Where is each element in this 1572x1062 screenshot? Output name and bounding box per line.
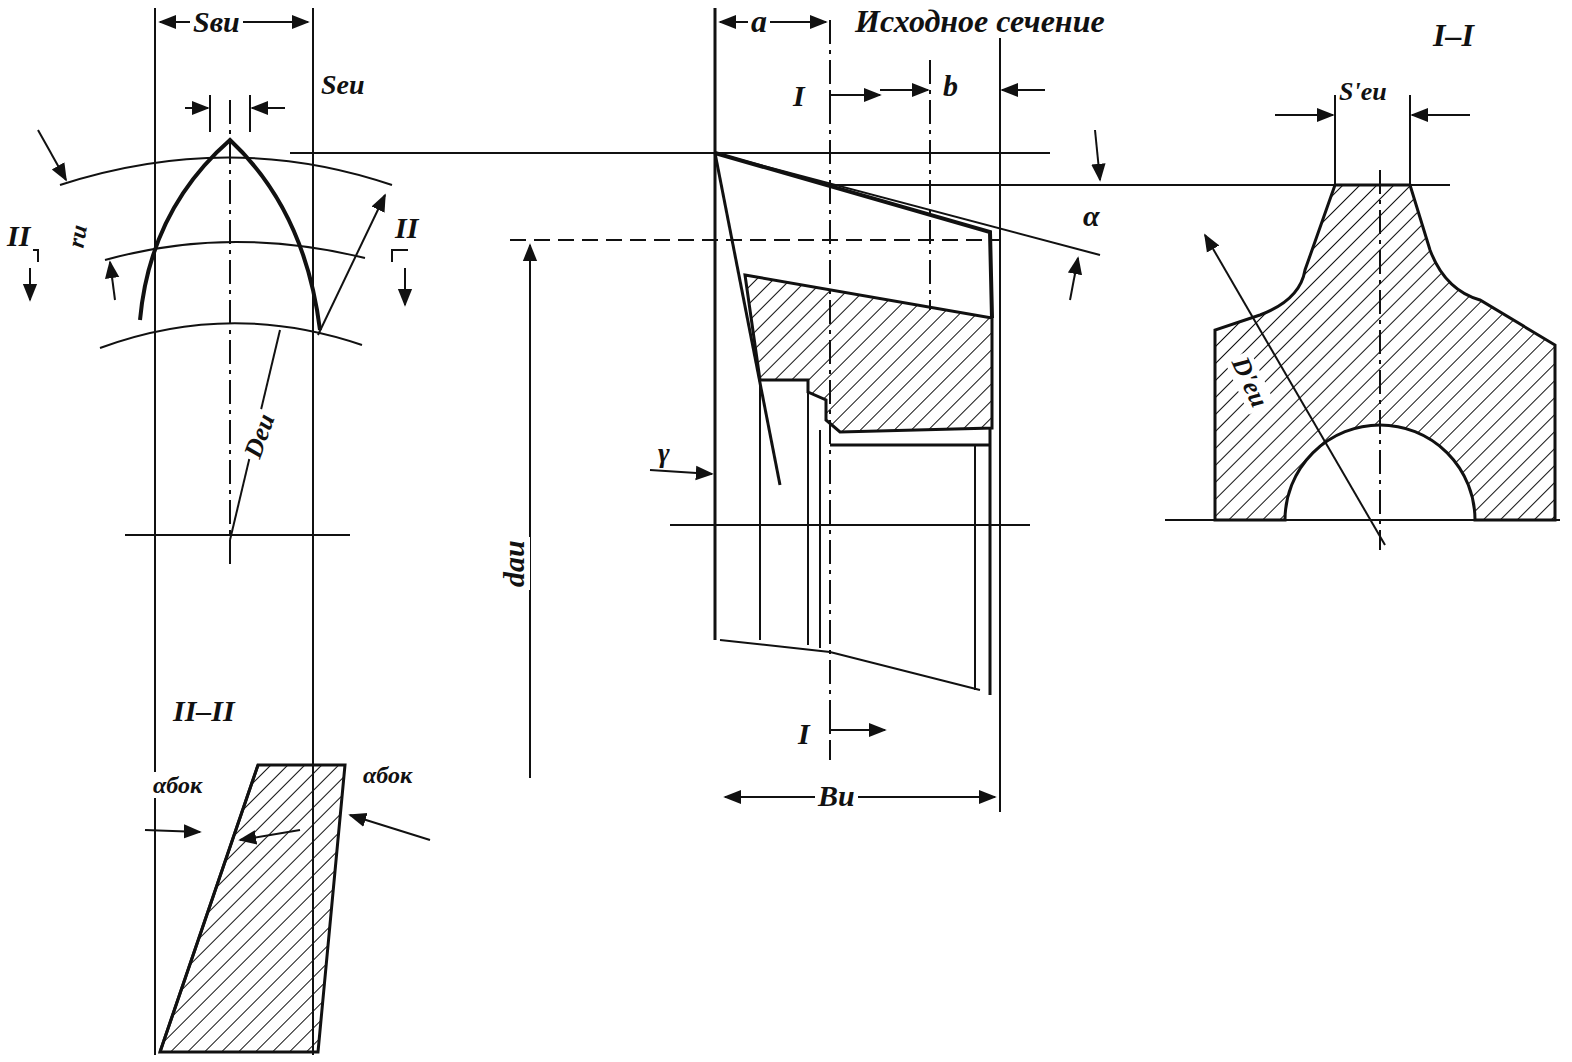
dimension-label: I: [795, 718, 813, 750]
dimension-label: a: [748, 4, 770, 38]
dimension-label: Dеи: [238, 407, 282, 464]
dimension-label: b: [940, 70, 961, 102]
dimension-label: S'еи: [1336, 78, 1390, 106]
dimension-label: α: [1080, 200, 1103, 232]
dimension-label: I–I: [1430, 18, 1477, 52]
dimension-label: Sви: [190, 6, 243, 38]
dimension-label: Sеи: [318, 70, 368, 100]
dimension-label: αбок: [150, 772, 205, 798]
dimension-label: dаи: [498, 537, 530, 590]
dimension-label: Bи: [815, 780, 858, 812]
dimension-label: II: [392, 212, 421, 244]
dimension-label: I: [790, 80, 808, 112]
dimension-label: αбок: [360, 762, 415, 788]
dimension-label: γ: [655, 438, 673, 468]
dimension-label: Исходное сечение: [852, 4, 1108, 38]
dimension-label: II: [4, 220, 33, 252]
dimension-label: rи: [62, 220, 93, 253]
dimension-label: II–II: [170, 695, 238, 727]
